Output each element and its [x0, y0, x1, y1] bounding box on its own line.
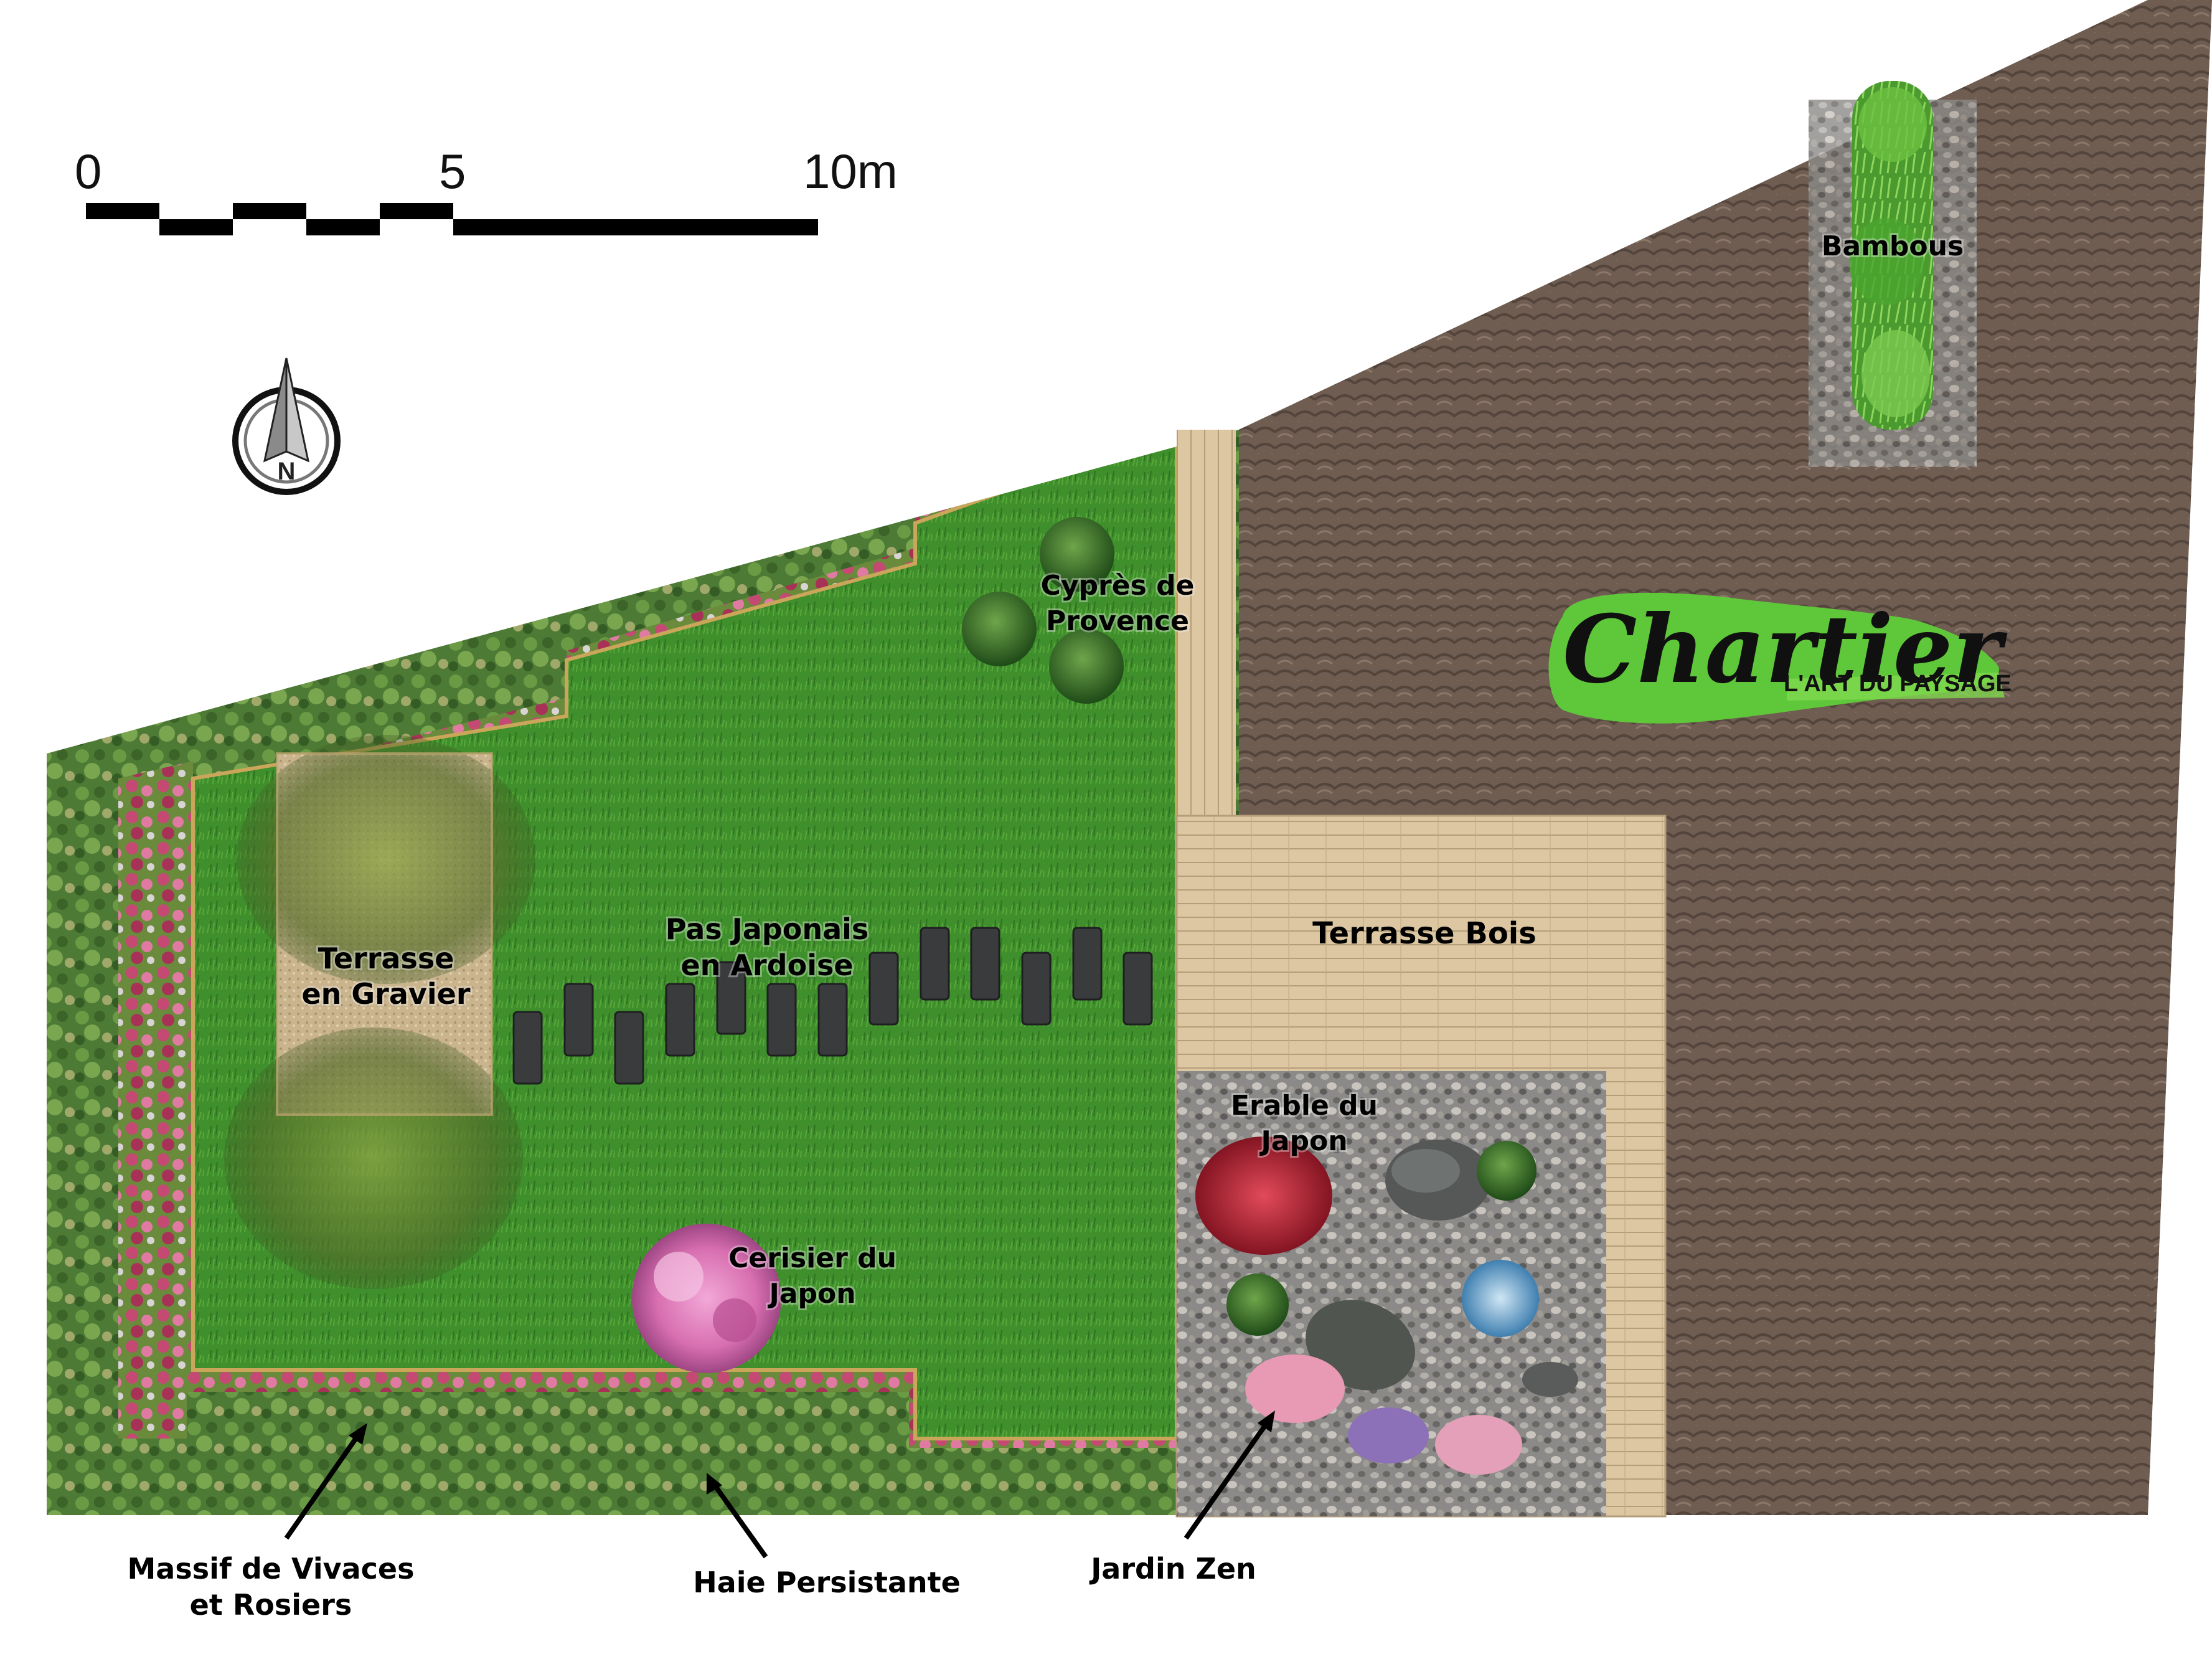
chartier-logo: Chartier L'ART DU PAYSAGE [1548, 592, 2012, 724]
label-haie: Haie Persistante [693, 1566, 961, 1599]
label-massif-1: Massif de Vivaces [128, 1552, 415, 1586]
slate-stepping-stones [512, 927, 1153, 1085]
bamboo-planter [1809, 81, 1977, 467]
scale-label-0: 0 [75, 144, 101, 199]
label-massif-2: et Rosiers [190, 1588, 352, 1622]
compass-letter: N [278, 458, 296, 485]
label-pas-japonais-2: en Ardoise [680, 948, 853, 982]
japanese-cherry-tree [632, 1224, 781, 1373]
label-cypres-2: Provence [1046, 605, 1189, 637]
north-arrow-icon: N [232, 357, 341, 495]
label-pas-japonais-1: Pas Japonais [666, 912, 869, 946]
arrow-massif [284, 1434, 360, 1540]
scale-bar: 0 5 10m [75, 144, 898, 235]
label-terrasse-gravier-1: Terrasse [318, 942, 454, 975]
label-terrasse-gravier-2: en Gravier [301, 977, 470, 1011]
label-erable-1: Erable du [1231, 1090, 1378, 1122]
label-bambous: Bambous [1822, 230, 1964, 262]
arrow-haie [712, 1483, 768, 1559]
label-cerisier-2: Japon [767, 1278, 855, 1310]
callout-arrows [284, 1411, 1275, 1559]
label-jardin-zen: Jardin Zen [1089, 1552, 1256, 1586]
label-cerisier-1: Cerisier du [728, 1242, 897, 1274]
label-cypres-1: Cyprès de [1041, 570, 1195, 602]
zen-garden [1177, 1071, 1606, 1516]
label-terrasse-bois: Terrasse Bois [1312, 916, 1537, 951]
gravel-terrace [224, 735, 535, 1289]
provence-cypresses [962, 517, 1124, 704]
logo-tagline: L'ART DU PAYSAGE [1784, 671, 2012, 697]
japanese-maple [1195, 1137, 1332, 1255]
logo-name: Chartier [1563, 595, 2008, 704]
scale-label-10m: 10m [803, 144, 898, 199]
label-erable-2: Japon [1259, 1125, 1347, 1157]
scale-label-5: 5 [439, 144, 466, 199]
arrow-jardin-zen [1184, 1421, 1269, 1540]
